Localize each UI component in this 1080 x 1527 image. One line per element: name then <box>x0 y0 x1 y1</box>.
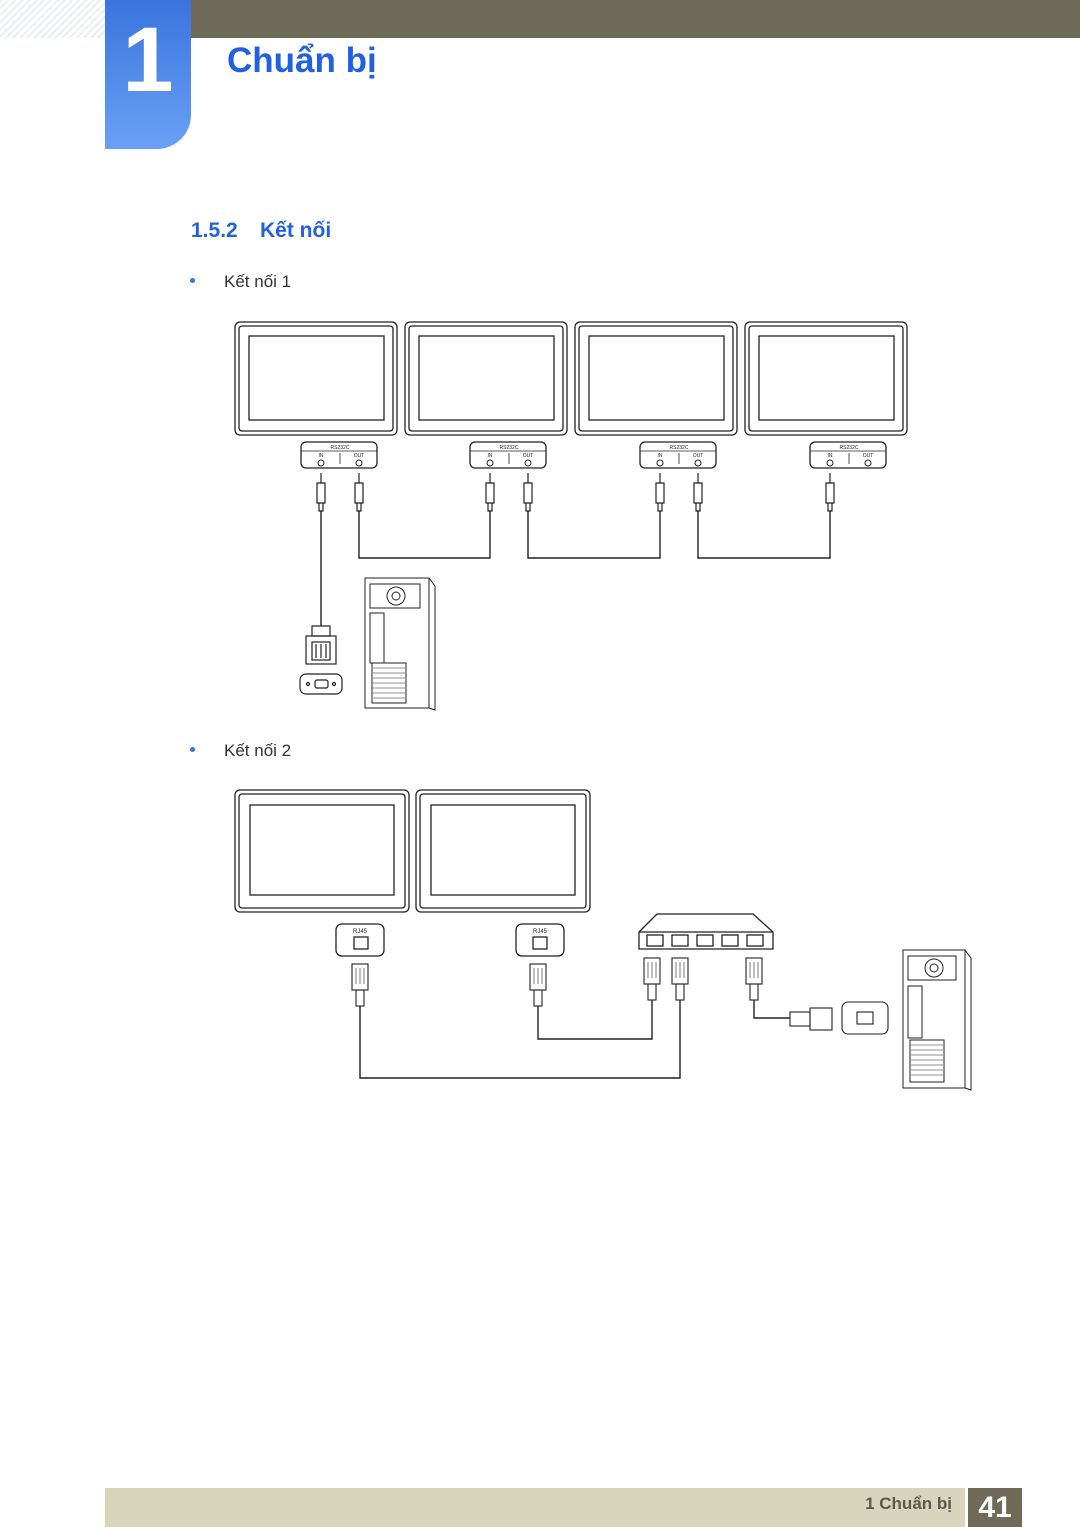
chapter-title: Chuẩn bị <box>227 41 377 80</box>
connection-2-bullet: Kết nối 2 <box>190 741 291 761</box>
monitor-a <box>234 789 410 913</box>
footer-chapter-label: 1 Chuẩn bị <box>865 1494 952 1513</box>
connection-1-bullet: Kết nối 1 <box>190 272 291 292</box>
in-label-1: IN <box>319 453 324 459</box>
network-switch <box>638 913 774 950</box>
chapter-number-tab: 1 <box>105 0 191 149</box>
corner-stripe-decoration <box>0 0 105 38</box>
footer-bar <box>105 1488 965 1527</box>
monitor-1 <box>234 321 398 436</box>
header-bar <box>190 0 1080 38</box>
rj45-label-1: RJ45 <box>353 929 368 935</box>
monitor-4 <box>744 321 908 436</box>
monitor-3 <box>574 321 738 436</box>
rs232c-label-1: RS232C <box>331 445 350 451</box>
rj45-label-2: RJ45 <box>533 929 548 935</box>
page-number: 41 <box>968 1488 1022 1527</box>
out-label-2: OUT <box>523 453 534 459</box>
section-heading: 1.5.2 Kết nối <box>191 219 331 243</box>
in-label-4: IN <box>828 453 833 459</box>
in-label-3: IN <box>658 453 663 459</box>
out-label-3: OUT <box>693 453 704 459</box>
monitor-b <box>415 789 591 913</box>
rs232c-label-2: RS232C <box>500 445 519 451</box>
bullet-dot-icon <box>190 747 195 753</box>
connection-1-label: Kết nối 1 <box>224 272 292 291</box>
bullet-dot-icon <box>190 278 195 284</box>
pc-tower-2 <box>902 949 972 1091</box>
section-title: Kết nối <box>260 219 332 242</box>
pc-tower-1 <box>364 577 436 711</box>
rs232c-label-3: RS232C <box>670 445 689 451</box>
rj45-connection-diagram: RJ45 RJ45 <box>234 789 972 1091</box>
rs232c-label-4: RS232C <box>840 445 859 451</box>
in-label-2: IN <box>488 453 493 459</box>
out-label-1: OUT <box>354 453 365 459</box>
rs232c-connection-diagram: RS232C RS232C RS232C RS232C IN OUT IN OU… <box>234 321 908 711</box>
out-label-4: OUT <box>863 453 874 459</box>
section-number: 1.5.2 <box>191 219 238 242</box>
monitor-2 <box>404 321 568 436</box>
connection-2-label: Kết nối 2 <box>224 741 292 760</box>
